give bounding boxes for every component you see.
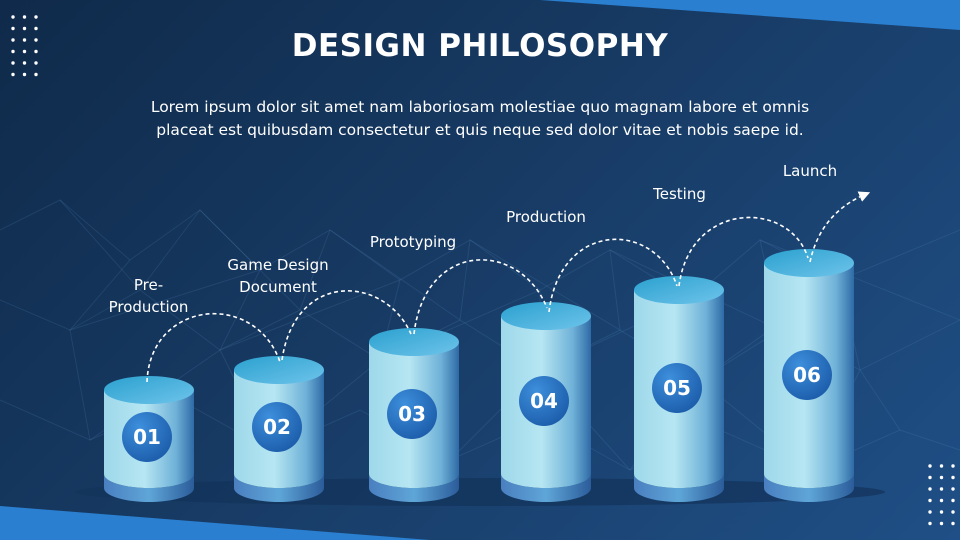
step-cylinder-02: 02: [234, 356, 324, 502]
step-cylinder-05: 05: [634, 276, 724, 502]
floor-shadow: [75, 478, 885, 506]
step-number-badge: [122, 412, 172, 462]
cylinder-top: [369, 328, 459, 356]
slide-subtitle: Lorem ipsum dolor sit amet nam laboriosa…: [150, 98, 810, 139]
step-label-prototyping: Prototyping: [369, 233, 457, 251]
step-number-badge: [782, 350, 832, 400]
top-right-accent: [540, 0, 960, 30]
step-number-badge: [519, 376, 569, 426]
step-number: 02: [263, 415, 291, 439]
step-number: 01: [133, 425, 161, 449]
slide-title: DESIGN PHILOSOPHY: [291, 28, 669, 64]
step-number-badge: [387, 389, 437, 439]
cylinder-top: [104, 376, 194, 404]
step-label-testing: Testing: [653, 185, 706, 203]
step-number-badge: [252, 402, 302, 452]
step-cylinder-01: 01: [104, 376, 194, 502]
step-cylinder-06: 06: [764, 249, 854, 502]
dot-grid-icon: [11, 15, 38, 77]
step-label-pre-production: Pre- Production: [108, 276, 189, 316]
cylinder-top: [501, 302, 591, 330]
step-number: 06: [793, 363, 821, 387]
step-number: 05: [663, 376, 691, 400]
step-cylinder-03: 03: [369, 328, 459, 502]
cylinder-top: [764, 249, 854, 277]
dashed-curved-arrow-icon: [548, 238, 678, 313]
dashed-curved-arrow-icon: [413, 259, 548, 335]
step-label-launch: Launch: [782, 162, 838, 180]
dashed-curved-arrow-icon: [281, 290, 412, 361]
bottom-left-accent: [0, 506, 430, 540]
dashed-curved-arrow-icon: [146, 312, 281, 383]
cylinder-top: [234, 356, 324, 384]
cylinder-top: [634, 276, 724, 304]
dashed-curved-arrow-icon: [678, 216, 809, 287]
step-label-game-design-document: Game Design Document: [227, 256, 329, 296]
dashed-curved-arrow-icon: [809, 191, 871, 263]
dot-grid-icon: [928, 464, 955, 526]
step-number: 04: [530, 389, 558, 413]
step-cylinder-04: 04: [501, 302, 591, 502]
step-label-production: Production: [506, 208, 586, 226]
step-number: 03: [398, 402, 426, 426]
step-number-badge: [652, 363, 702, 413]
